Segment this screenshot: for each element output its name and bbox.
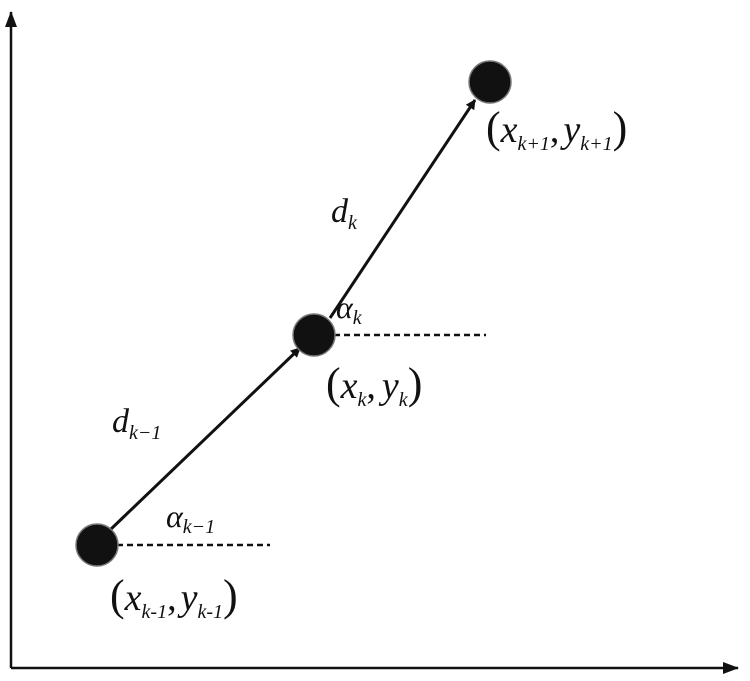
angle-label-prev: αk−1 [166,498,215,538]
segment-label-curr: dk [331,193,358,234]
point-prev [75,523,119,567]
point-next [468,60,512,104]
coordinate-label-curr: (xk,yk) [326,359,422,411]
angle-label-curr: αk [336,289,363,329]
segment-curr-to-next [328,99,477,319]
coordinate-label-prev: (xk-1,yk-1) [110,571,238,623]
segment-label-prev: dk−1 [112,403,161,444]
coordinate-label-next: (xk+1,yk+1) [486,103,627,155]
point-curr [292,313,336,357]
segment-prev-to-curr [108,346,302,532]
